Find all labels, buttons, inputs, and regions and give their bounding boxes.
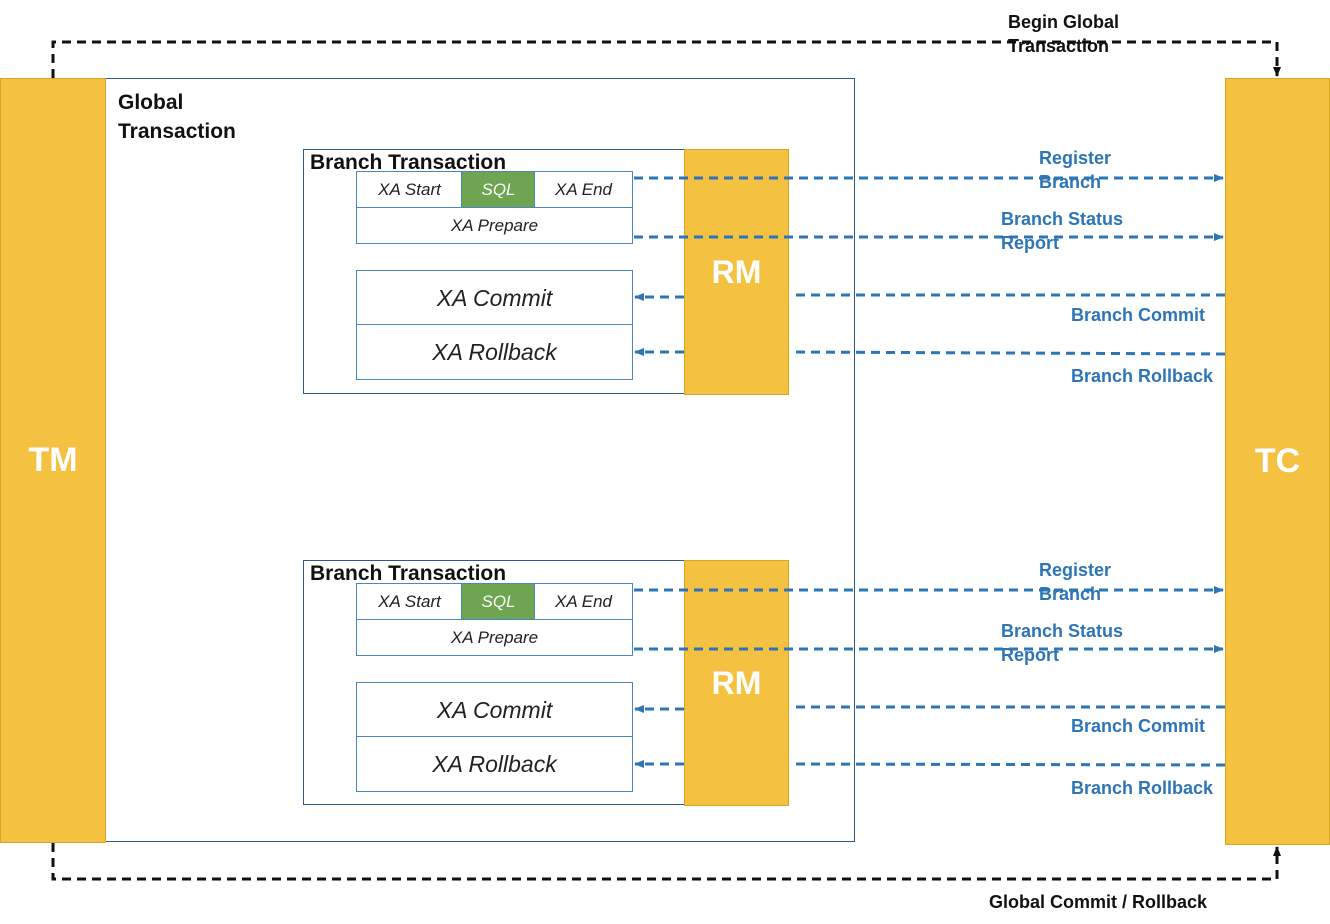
global-commit-rollback-label: Global Commit / Rollback [989, 892, 1208, 912]
xa-end-cell: XA End [534, 171, 633, 209]
branch-rollback-label: Branch Rollback [1071, 366, 1214, 386]
register-branch-label: Register Branch [1039, 146, 1111, 194]
branch-transaction-title: Branch Transaction [310, 562, 507, 585]
tc-block: TC [1225, 78, 1330, 845]
begin-global-label: Begin Global Transaction [1008, 10, 1119, 58]
branch-commit-label: Branch Commit [1071, 716, 1206, 736]
branch-commit-label: Branch Commit [1071, 305, 1206, 325]
status-line2: Report [1001, 233, 1059, 253]
xa-rollback-cell: XA Rollback [356, 324, 633, 380]
global-commit-rollback-arrow [51, 843, 1281, 881]
begin-global-line1: Begin Global [1008, 12, 1120, 32]
register-branch-label: Register Branch [1039, 558, 1111, 606]
branch-rollback-arrow-tc [789, 762, 1226, 767]
xa-start-cell: XA Start [356, 171, 463, 209]
begin-global-line2: Transaction [1008, 36, 1110, 56]
status-line1: Branch Status [1001, 621, 1124, 641]
rm-label: RM [711, 664, 762, 701]
global-title-line2: Transaction [118, 120, 236, 143]
branch-status-label: Branch Status Report [1001, 619, 1123, 667]
xa-commit-cell: XA Commit [356, 682, 633, 738]
branch-rollback-label: Branch Rollback [1071, 778, 1214, 798]
tc-label: TC [1254, 442, 1301, 480]
register-line2: Branch [1039, 172, 1102, 192]
tm-block: TM [0, 78, 106, 843]
status-line2: Report [1001, 645, 1059, 665]
tm-label: TM [28, 441, 78, 479]
sql-cell: SQL [461, 583, 536, 621]
xa-prepare-cell: XA Prepare [356, 207, 633, 244]
xa-rollback-cell: XA Rollback [356, 736, 633, 792]
branch-transaction-title: Branch Transaction [310, 151, 507, 174]
branch-rollback-arrow-tc [789, 350, 1226, 356]
global-title-line1: Global [118, 91, 184, 114]
global-transaction-title: Global Transaction [118, 88, 236, 146]
begin-global-arrow [51, 40, 1281, 78]
register-line1: Register [1039, 148, 1112, 168]
register-line1: Register [1039, 560, 1112, 580]
register-line2: Branch [1039, 584, 1102, 604]
branch-status-label: Branch Status Report [1001, 207, 1123, 255]
status-line1: Branch Status [1001, 209, 1124, 229]
xa-prepare-cell: XA Prepare [356, 619, 633, 656]
rm-block: RM [684, 560, 789, 806]
rm-block: RM [684, 149, 789, 395]
rm-label: RM [711, 253, 762, 290]
xa-end-cell: XA End [534, 583, 633, 621]
